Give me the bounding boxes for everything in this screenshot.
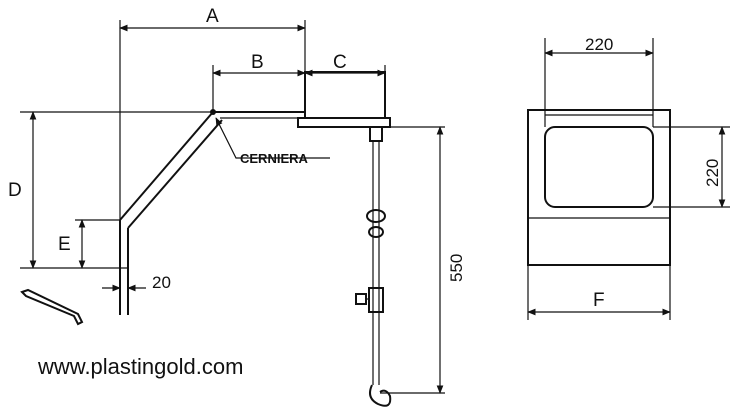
- label-b: B: [251, 52, 264, 73]
- dimension-lines: [20, 20, 445, 394]
- side-view: [119, 71, 391, 315]
- label-e: E: [58, 234, 71, 255]
- label-hinge: CERNIERA: [240, 151, 309, 166]
- label-height: 550: [447, 254, 466, 282]
- loose-part-icon: [20, 288, 84, 326]
- label-a: A: [206, 6, 219, 27]
- label-c: C: [333, 52, 347, 73]
- front-view: [527, 38, 730, 320]
- label-width-top: 220: [585, 35, 613, 54]
- website-text: www.plastingold.com: [37, 354, 243, 379]
- label-f: F: [593, 290, 605, 311]
- hose-assembly: [355, 126, 392, 407]
- label-height-right: 220: [703, 159, 722, 187]
- label-offset: 20: [152, 273, 171, 292]
- label-d: D: [8, 180, 22, 201]
